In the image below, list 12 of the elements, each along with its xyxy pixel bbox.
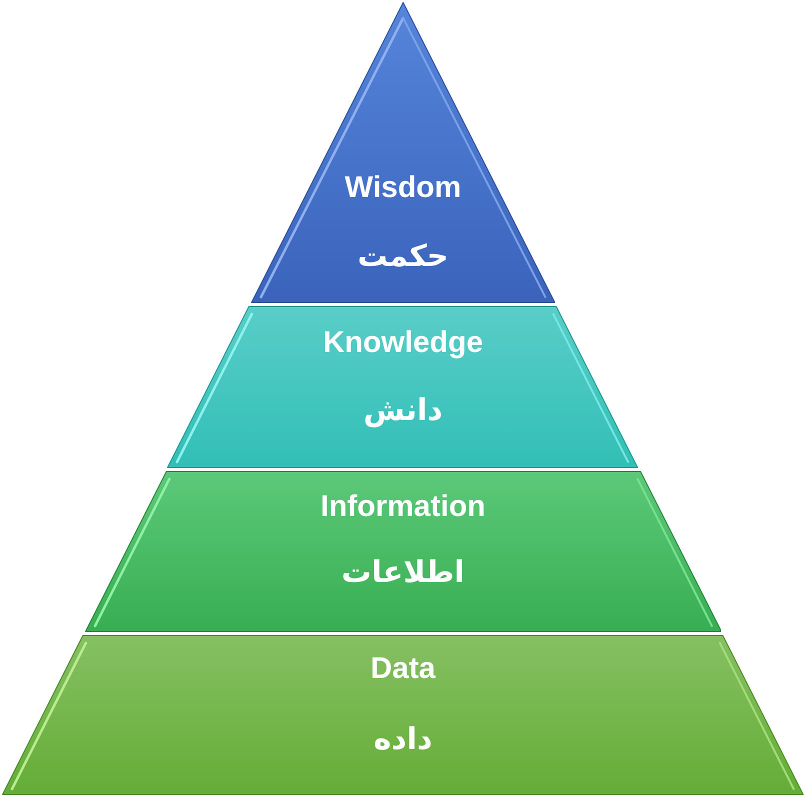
pyramid-tier (167, 306, 639, 468)
tier-label: Data (370, 654, 436, 684)
pyramid-tier (250, 2, 556, 303)
pyramid-tier (84, 471, 722, 632)
translation-label: اطلاعات (341, 558, 465, 588)
translation-label: دانش (363, 396, 443, 426)
tier-label: Wisdom (344, 173, 462, 203)
translation-label: حکمت (358, 242, 448, 272)
tier-label: Information (320, 492, 486, 522)
pyramid-tier (2, 635, 804, 795)
translation-label: داده (374, 725, 432, 755)
tier-label: Knowledge (323, 328, 483, 358)
